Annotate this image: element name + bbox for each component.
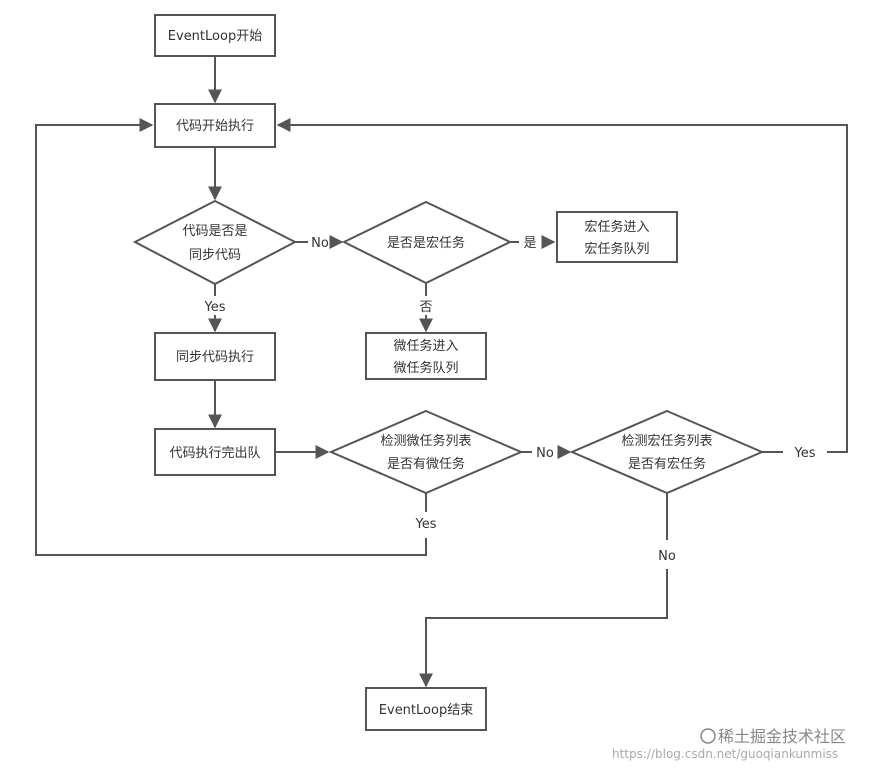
- node-sync-exec: 同步代码执行: [154, 332, 276, 381]
- node-exec-label: 代码开始执行: [176, 119, 254, 134]
- node-is-sync-label-1: 代码是否是: [182, 224, 247, 239]
- node-is-sync: 代码是否是 同步代码: [132, 199, 298, 286]
- edge-label-no-3: No: [658, 549, 676, 564]
- node-macro-enqueue-label-1: 宏任务进入: [584, 219, 649, 235]
- node-macro-enqueue: 宏任务进入 宏任务队列: [556, 211, 678, 263]
- edges: [35, 56, 848, 688]
- edge-label-yes-1: Yes: [204, 300, 226, 315]
- node-dequeue: 代码执行完出队: [154, 428, 276, 476]
- node-check-micro-label-2: 是否有微任务: [387, 456, 465, 472]
- edge-label-yes-2: Yes: [415, 517, 437, 532]
- node-check-micro-label-1: 检测微任务列表: [380, 433, 471, 449]
- brand-logo-icon: [700, 728, 716, 744]
- edge-yes-loop-left: [35, 118, 427, 556]
- edge-label-yes-3: Yes: [794, 446, 816, 461]
- node-micro-enqueue-label-1: 微任务进入: [393, 338, 458, 354]
- watermark-brand: 稀土掘金技术社区: [718, 727, 846, 746]
- node-exec: 代码开始执行: [154, 103, 276, 148]
- node-start: EventLoop开始: [154, 14, 276, 57]
- node-end-label: EventLoop结束: [379, 703, 473, 718]
- edge-label-no-1: No: [311, 236, 329, 251]
- watermark: 稀土掘金技术社区 https://blog.csdn.net/guoqianku…: [612, 727, 846, 761]
- node-is-macro-label: 是否是宏任务: [387, 235, 465, 251]
- node-check-macro: 检测宏任务列表 是否有宏任务: [569, 409, 765, 495]
- node-micro-enqueue: 微任务进入 微任务队列: [365, 332, 487, 380]
- edge-label-fou: 否: [419, 300, 432, 315]
- node-check-macro-label-2: 是否有宏任务: [628, 456, 706, 472]
- edge-label-no-2: No: [536, 446, 554, 461]
- node-end: EventLoop结束: [365, 687, 487, 731]
- node-is-sync-label-2: 同步代码: [189, 248, 241, 263]
- node-dequeue-label: 代码执行完出队: [169, 446, 260, 461]
- node-check-micro: 检测微任务列表 是否有微任务: [328, 409, 524, 495]
- node-check-macro-label-1: 检测宏任务列表: [621, 433, 712, 449]
- edge-yes-loop-right: [276, 118, 848, 453]
- edge-no-end: [419, 569, 668, 688]
- node-sync-exec-label: 同步代码执行: [176, 350, 254, 365]
- node-micro-enqueue-label-2: 微任务队列: [393, 360, 458, 376]
- node-macro-enqueue-label-2: 宏任务队列: [584, 241, 649, 257]
- edge-label-shi: 是: [523, 236, 536, 251]
- node-start-label: EventLoop开始: [168, 29, 262, 44]
- watermark-url: https://blog.csdn.net/guoqiankunmiss: [612, 747, 838, 761]
- node-is-macro: 是否是宏任务: [341, 200, 513, 285]
